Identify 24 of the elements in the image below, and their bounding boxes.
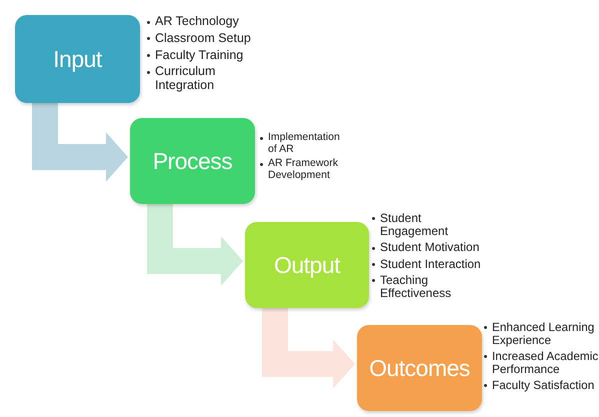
bullet-item: Classroom Setup — [146, 32, 251, 46]
bent-arrow — [32, 103, 128, 182]
bullet-item: Faculty Satisfaction — [483, 378, 599, 392]
bullet-item: Student Engagement — [371, 212, 481, 238]
bullet-item: Enhanced Learning Experience — [483, 321, 599, 347]
bent-arrow — [262, 308, 355, 389]
stage-box — [130, 118, 255, 204]
bullet-item: Student Motivation — [371, 241, 481, 255]
bullet-item: Student Interaction — [371, 258, 481, 271]
stage-title: Input — [53, 46, 102, 72]
stage-title: Outcomes — [369, 354, 470, 382]
bent-arrow — [147, 204, 243, 286]
bullet-item: AR Technology — [146, 15, 251, 29]
bullet-item: Increased Academic Performance — [483, 350, 599, 376]
bullet-item: Curriculum Integration — [146, 65, 251, 93]
stage-box — [15, 15, 140, 103]
stage-box — [357, 325, 482, 411]
bullet-item: Implementation of AR — [259, 132, 347, 156]
bullet-item: AR Framework Development — [259, 158, 347, 182]
stage-title: Process — [152, 148, 232, 174]
bullet-item: Teaching Effectiveness — [371, 274, 481, 300]
stage-title: Output — [274, 252, 340, 278]
stage-box — [245, 222, 369, 308]
bullet-item: Faculty Training — [146, 48, 251, 62]
